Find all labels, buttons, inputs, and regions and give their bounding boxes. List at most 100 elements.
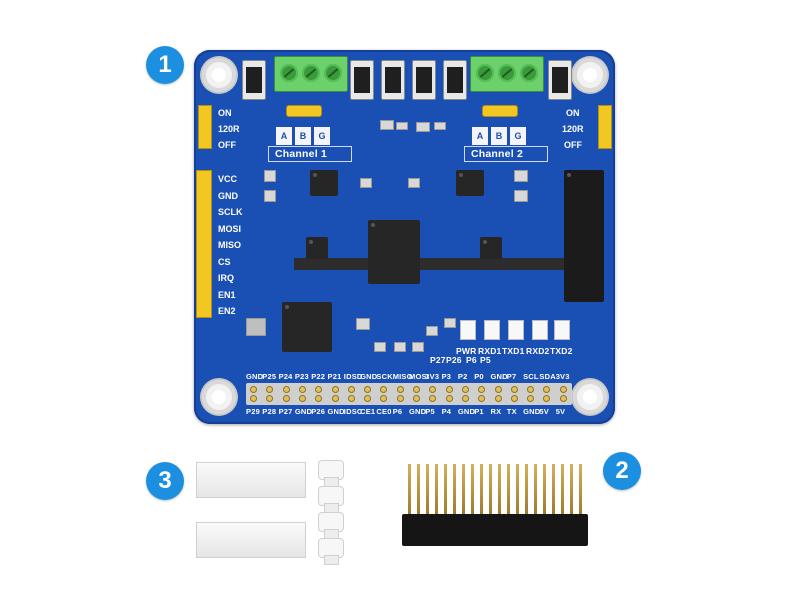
gpio-pin (413, 395, 420, 402)
gpio-top-label: IDSD (343, 372, 363, 381)
led-txd2 (554, 320, 570, 340)
gpio-pin (543, 386, 551, 393)
smd-part (514, 170, 528, 182)
gpio-pin (315, 395, 323, 402)
gpio-top-label: GND (490, 372, 508, 381)
header-pin (480, 464, 483, 516)
smd-part (412, 342, 424, 352)
channel1-label: Channel 1 (275, 148, 327, 160)
isolation-slot (294, 258, 570, 270)
callout-1: 1 (146, 46, 184, 84)
gpio-pin (331, 395, 339, 402)
isolator-chip (480, 237, 502, 259)
gpio-top-label: P7 (506, 372, 517, 381)
pin-irq: IRQ (218, 273, 235, 283)
level-shifter-chip (282, 302, 332, 352)
gpio-bottom-label: GND (523, 407, 541, 416)
tvs-diode (412, 60, 436, 100)
led-txd1 (508, 320, 524, 340)
gpio-pin (543, 395, 551, 402)
smd-part (374, 342, 386, 352)
gpio-pin (380, 386, 388, 393)
header-pin (444, 464, 447, 516)
gpio-top-label: MOSI (409, 372, 429, 381)
screw (318, 486, 344, 513)
gpio-top-label: P24 (278, 372, 293, 381)
gpio-bottom-label: CE0 (376, 407, 392, 416)
jumper-right-120r: 120R (562, 124, 584, 134)
gpio-pin (331, 386, 339, 393)
gpio-pin (380, 395, 388, 402)
gpio-bottom-label: GND (294, 407, 313, 416)
gpio-top-label: SCL (523, 372, 539, 381)
gpio-pin (527, 395, 535, 402)
led-label-rxd1: RXD1 (478, 346, 502, 356)
mount-hole (573, 380, 607, 414)
jumper-right-on: ON (566, 108, 580, 118)
gpio-pin (527, 386, 535, 393)
mount-hole (202, 380, 236, 414)
pin-sclk: SCLK (218, 207, 243, 217)
gpio-bottom-label: P26 (311, 407, 326, 416)
gpio-pin (396, 395, 404, 402)
gpio-pin (298, 395, 306, 402)
led-label-rxd2: RXD2 (526, 346, 550, 356)
gpio-top-label: P23 (294, 372, 309, 381)
pin-vcc: VCC (218, 174, 238, 184)
gpio-pin (478, 395, 486, 402)
channel1-jumper (286, 105, 322, 117)
ch2-label-g: G (510, 127, 526, 145)
header-pin (507, 464, 510, 516)
header-pin (516, 464, 519, 516)
gpio-bottom-label: GND (457, 407, 476, 416)
smd-part (444, 318, 456, 328)
pin-cs: CS (218, 257, 231, 267)
gpio-pin (429, 386, 437, 393)
smd-part (356, 318, 370, 330)
header-pin (498, 464, 501, 516)
gpio-bottom-label: IDSC (343, 407, 363, 416)
gpio-bottom-label: P5 (425, 407, 435, 416)
led-rxd1 (484, 320, 500, 340)
smd-part (380, 120, 394, 130)
header-pin (561, 464, 564, 516)
gpio-pin (494, 386, 502, 393)
gpio-bottom-label: GND (409, 407, 427, 416)
channel2-terminal-block (470, 56, 544, 92)
gpio-bottom-label: P6 (392, 407, 403, 416)
tvs-diode (443, 60, 467, 100)
gpio-bottom-label: P27 (278, 407, 293, 416)
terminal-screw (302, 64, 320, 82)
spi-pin-header (196, 170, 212, 318)
gpio-bottom-label: 5V (539, 407, 549, 416)
smd-part (360, 178, 372, 188)
label-p26: P26 (446, 355, 462, 365)
header-pin (426, 464, 429, 516)
terminal-screw (280, 64, 298, 82)
channel1-label-box: Channel 1 (268, 146, 352, 162)
tvs-diode (381, 60, 405, 100)
termination-jumper-left (198, 105, 212, 149)
pin-miso: MISO (218, 240, 242, 250)
gpio-pin (364, 386, 372, 393)
ch2-label-a: A (472, 127, 488, 145)
screw (318, 538, 344, 565)
jumper-right-off: OFF (564, 140, 582, 150)
smd-part (264, 170, 276, 182)
smd-part (434, 122, 446, 130)
transceiver-chip (456, 170, 484, 196)
screw (318, 460, 344, 487)
label-p6: P6 (466, 355, 477, 365)
header-pin (534, 464, 537, 516)
header-pin (417, 464, 420, 516)
gpio-pin (559, 395, 567, 402)
smd-part (514, 190, 528, 202)
gpio-pin (445, 386, 453, 393)
label-p27: P27 (430, 355, 446, 365)
gpio-top-label: SCK (376, 372, 393, 381)
header-pin (462, 464, 465, 516)
gpio-top-label: GND (246, 372, 264, 381)
callout-2: 2 (603, 452, 641, 490)
tvs-diode (350, 60, 374, 100)
gpio-bottom-label: P29 (246, 407, 260, 416)
